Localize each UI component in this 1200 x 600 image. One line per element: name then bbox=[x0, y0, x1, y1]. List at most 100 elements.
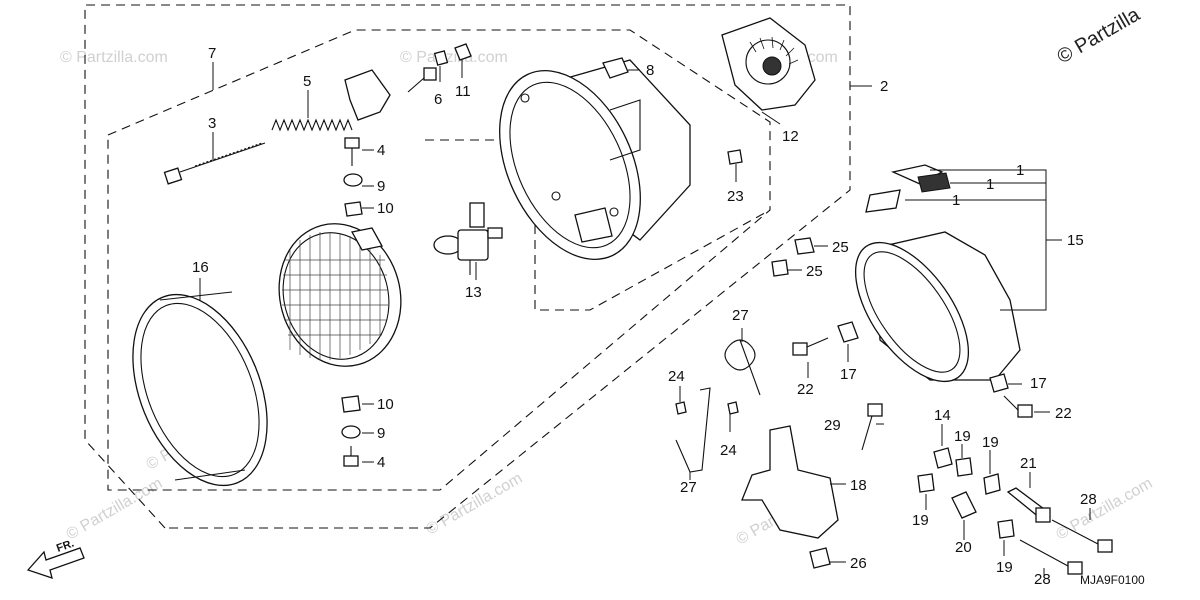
callout-22-lower: 22 bbox=[1055, 405, 1072, 422]
collar-part-17-upper[interactable] bbox=[837, 321, 859, 343]
callout-3: 3 bbox=[208, 115, 216, 132]
watermark: © Partzilla.com bbox=[64, 475, 166, 544]
rear-cover-part-12[interactable] bbox=[721, 17, 816, 111]
collar-part-19-c[interactable] bbox=[917, 473, 935, 493]
sticker-part-1[interactable] bbox=[865, 164, 951, 213]
callout-28-lower: 28 bbox=[1034, 571, 1051, 588]
nut-part-10-lower[interactable] bbox=[341, 395, 361, 413]
collar-part-17-lower[interactable] bbox=[989, 373, 1009, 393]
callout-2: 2 bbox=[880, 78, 888, 95]
spring-part-27-upper[interactable] bbox=[724, 339, 761, 396]
callout-9-lower: 9 bbox=[377, 425, 385, 442]
bolt-part-28-upper[interactable] bbox=[1051, 519, 1113, 553]
nut-part-26[interactable] bbox=[809, 547, 831, 569]
callout-4: 4 bbox=[377, 142, 385, 159]
leader-lines bbox=[199, 60, 1091, 576]
bolt-part-28-lower[interactable] bbox=[1019, 539, 1083, 575]
washer-part-9-upper[interactable] bbox=[343, 173, 363, 187]
callout-24-lower: 24 bbox=[720, 442, 737, 459]
clip-part-8[interactable] bbox=[602, 57, 629, 79]
callout-26: 26 bbox=[850, 555, 867, 572]
callout-14: 14 bbox=[934, 407, 951, 424]
callout-15: 15 bbox=[1067, 232, 1084, 249]
callout-10: 10 bbox=[377, 200, 394, 217]
screw-part-24-right[interactable] bbox=[727, 401, 739, 415]
callout-23: 23 bbox=[727, 188, 744, 205]
callout-16: 16 bbox=[192, 259, 209, 276]
collar-part-19-d[interactable] bbox=[997, 519, 1015, 539]
collar-part-11[interactable] bbox=[454, 43, 472, 61]
pipe-part-20[interactable] bbox=[951, 491, 977, 519]
nut-part-10-upper[interactable] bbox=[344, 201, 363, 217]
screw-part-4-upper[interactable] bbox=[344, 137, 360, 166]
spring-part-5[interactable] bbox=[271, 118, 353, 132]
callout-12: 12 bbox=[782, 128, 799, 145]
nut-part-6[interactable] bbox=[433, 50, 449, 66]
callout-17-lower: 17 bbox=[1030, 375, 1047, 392]
callout-17: 17 bbox=[840, 366, 857, 383]
screw-part-23[interactable] bbox=[727, 149, 743, 165]
callout-13: 13 bbox=[465, 284, 482, 301]
screw-part-4-lower[interactable] bbox=[343, 446, 359, 467]
headlight-shell-part-15[interactable] bbox=[833, 224, 1021, 401]
callout-25: 25 bbox=[832, 239, 849, 256]
stay-part-18[interactable] bbox=[741, 425, 839, 539]
watermark: © Partzilla.com bbox=[424, 470, 526, 539]
callout-4-lower: 4 bbox=[377, 454, 385, 471]
callout-28: 28 bbox=[1080, 491, 1097, 508]
callout-9: 9 bbox=[377, 178, 385, 195]
bolt-part-22-lower[interactable] bbox=[1003, 395, 1033, 418]
collar-part-19-b[interactable] bbox=[983, 473, 1001, 495]
front-direction-arrow: FR. bbox=[26, 537, 85, 579]
callout-5: 5 bbox=[303, 73, 311, 90]
washer-part-9-lower[interactable] bbox=[341, 425, 361, 439]
nut-part-25-upper[interactable] bbox=[794, 237, 815, 255]
screw-part-6[interactable] bbox=[407, 67, 437, 93]
callout-19: 19 bbox=[996, 559, 1013, 576]
callout-19: 19 bbox=[954, 428, 971, 445]
callout-18: 18 bbox=[850, 477, 867, 494]
watermark: © Partzilla.com bbox=[60, 49, 168, 66]
callout-1: 1 bbox=[1016, 162, 1024, 179]
callout-8: 8 bbox=[646, 62, 654, 79]
headlight-case-part-2[interactable] bbox=[472, 48, 691, 282]
callout-11: 11 bbox=[455, 83, 471, 100]
callout-7: 7 bbox=[208, 45, 216, 62]
bolt-part-21[interactable] bbox=[1006, 487, 1051, 523]
callout-6: 6 bbox=[434, 91, 442, 108]
front-label: FR. bbox=[55, 537, 76, 554]
callout-19: 19 bbox=[912, 512, 929, 529]
copyright-text: © Partzilla bbox=[1054, 3, 1145, 68]
collar-part-19-a[interactable] bbox=[955, 457, 973, 477]
callout-1: 1 bbox=[952, 192, 960, 209]
callout-25-lower: 25 bbox=[806, 263, 823, 280]
assembly-outline bbox=[84, 4, 851, 529]
watermark: © Partzilla.com bbox=[1054, 475, 1156, 544]
screw-part-24-left[interactable] bbox=[675, 401, 687, 415]
headlight-rim-part-16[interactable] bbox=[107, 275, 293, 505]
rubber-part-14[interactable] bbox=[933, 447, 953, 469]
callout-27: 27 bbox=[732, 307, 749, 324]
callout-20: 20 bbox=[955, 539, 972, 556]
callout-24: 24 bbox=[668, 368, 685, 385]
diagram-code: MJA9F0100 bbox=[1080, 573, 1145, 587]
bracket[interactable] bbox=[344, 69, 391, 121]
nut-part-25-lower[interactable] bbox=[771, 259, 789, 277]
callout-29: 29 bbox=[824, 417, 841, 434]
bolt-part-29[interactable] bbox=[861, 403, 883, 451]
watermark: © Partzilla.com bbox=[400, 49, 508, 66]
callout-27-lower: 27 bbox=[680, 479, 697, 496]
callout-1: 1 bbox=[986, 176, 994, 193]
callout-10-lower: 10 bbox=[377, 396, 394, 413]
callout-21: 21 bbox=[1020, 455, 1037, 472]
bulb-part-13[interactable] bbox=[433, 202, 503, 275]
bolt-part-22-upper[interactable] bbox=[792, 337, 829, 356]
headlight-lens-unit[interactable] bbox=[263, 210, 416, 380]
bracket-part-27-lower[interactable] bbox=[675, 387, 711, 473]
callout-labels: 7 5 3 4 9 10 6 11 8 2 12 23 13 16 10 9 4… bbox=[192, 45, 1097, 588]
callout-22: 22 bbox=[797, 381, 814, 398]
callout-19: 19 bbox=[982, 434, 999, 451]
bolt-part-3[interactable] bbox=[163, 142, 266, 185]
